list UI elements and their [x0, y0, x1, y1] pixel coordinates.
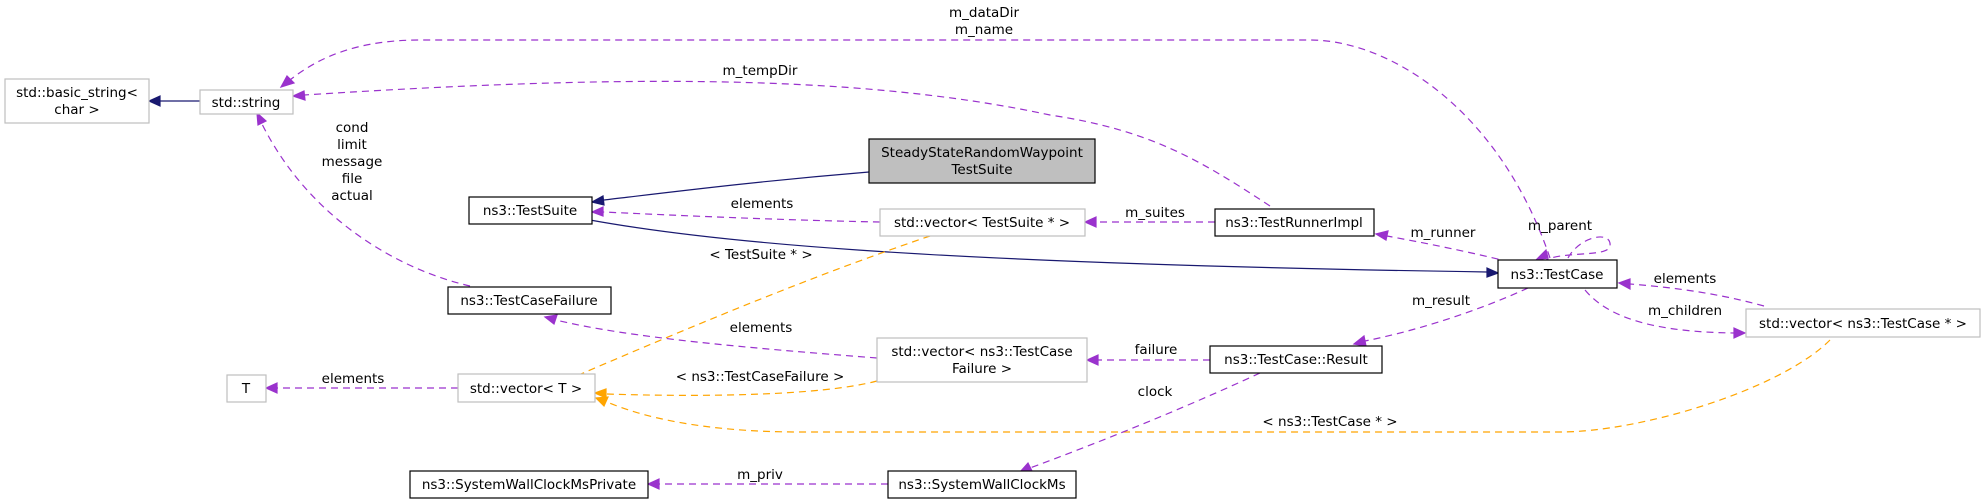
edge-runner-m-suites	[1083, 216, 1215, 228]
edge-testsuite-to-testcase	[589, 219, 1500, 278]
edge-label: clock	[1138, 384, 1173, 400]
node-vector-testcasefailure[interactable]: std::vector< ns3::TestCase Failure >	[876, 337, 1088, 383]
edge-vec-failure-elements	[543, 314, 878, 359]
edge-label: elements	[322, 371, 385, 387]
edge-label: m_parent	[1528, 218, 1592, 234]
edge-label: elements	[730, 320, 793, 336]
node-label: std::basic_string<	[16, 85, 138, 101]
node-label: ns3::TestSuite	[483, 203, 577, 219]
edge-label: < ns3::TestCaseFailure >	[676, 369, 845, 385]
edge-testcase-m-runner	[1374, 230, 1511, 263]
node-ns3-systemwallclockms[interactable]: ns3::SystemWallClockMs	[887, 470, 1077, 499]
node-vector-testcase[interactable]: std::vector< ns3::TestCase * >	[1745, 308, 1981, 338]
node-ns3-testrunnerimpl[interactable]: ns3::TestRunnerImpl	[1214, 208, 1375, 237]
node-label: ns3::SystemWallClockMsPrivate	[422, 477, 636, 493]
node-t[interactable]: T	[226, 374, 267, 403]
edge-result-failure	[1085, 354, 1210, 366]
node-label: ns3::TestCase	[1511, 267, 1604, 283]
edge-label: m_runner	[1411, 225, 1476, 241]
edge-label: m_priv	[737, 467, 783, 483]
edge-label: < TestSuite * >	[709, 247, 812, 263]
node-ns3-testcase[interactable]: ns3::TestCase	[1497, 259, 1618, 289]
edge-label: failure	[1135, 342, 1178, 358]
edge-label: m_name	[955, 22, 1013, 38]
edge-label: elements	[1654, 271, 1717, 287]
edge-vec-testcase-elements	[1617, 278, 1765, 307]
edge-label: cond	[336, 120, 369, 136]
node-vector-testsuite[interactable]: std::vector< TestSuite * >	[879, 208, 1086, 237]
edge-clock-m-priv	[646, 478, 888, 490]
edge-label: m_children	[1648, 303, 1722, 319]
node-label: ns3::TestCase::Result	[1224, 352, 1368, 368]
node-ns3-systemwallclockmsprivate[interactable]: ns3::SystemWallClockMsPrivate	[409, 470, 649, 499]
node-label: std::vector< ns3::TestCase	[891, 344, 1072, 360]
node-label: TestSuite	[950, 162, 1012, 178]
edge-testcase-m-result	[1352, 287, 1529, 347]
edge-testcase-m-datadir	[279, 39, 1551, 259]
node-focus-testsuite[interactable]: SteadyStateRandomWaypoint TestSuite	[868, 138, 1096, 184]
edge-label: m_tempDir	[723, 63, 798, 79]
node-label: std::string	[212, 95, 281, 111]
node-ns3-testsuite[interactable]: ns3::TestSuite	[468, 196, 593, 225]
edge-label: < ns3::TestCase * >	[1262, 414, 1397, 430]
edge-focus-to-testsuite	[590, 171, 870, 206]
edge-tpl-testcase	[594, 339, 1831, 433]
node-label: char >	[54, 102, 99, 118]
node-label: ns3::TestCaseFailure	[460, 293, 597, 309]
edge-label: file	[342, 171, 363, 187]
edge-label: limit	[337, 137, 367, 153]
edge-string-to-basic-string	[147, 95, 200, 107]
edge-vec-testsuite-elements	[590, 206, 881, 223]
edge-testcase-m-children	[1584, 289, 1747, 339]
edge-label: m_result	[1412, 293, 1470, 309]
edge-label: actual	[331, 188, 373, 204]
edge-tpl-failure	[593, 380, 878, 399]
node-label: SteadyStateRandomWaypoint	[881, 145, 1083, 161]
node-label: std::vector< TestSuite * >	[894, 215, 1070, 231]
edge-testcase-m-parent	[1534, 236, 1611, 263]
edge-label: m_dataDir	[949, 5, 1019, 21]
node-ns3-testcasefailure[interactable]: ns3::TestCaseFailure	[447, 286, 612, 315]
node-label: std::vector< ns3::TestCase * >	[1759, 316, 1967, 332]
edge-label: m_suites	[1125, 205, 1185, 221]
node-label: std::vector< T >	[470, 381, 582, 397]
edge-runner-m-tempdir	[291, 80, 1271, 207]
edge-label: elements	[731, 196, 794, 212]
node-label: ns3::SystemWallClockMs	[898, 477, 1065, 493]
node-label: Failure >	[952, 361, 1012, 377]
node-std-string[interactable]: std::string	[199, 89, 294, 115]
node-label: T	[241, 381, 251, 397]
node-vector-t[interactable]: std::vector< T >	[457, 373, 596, 403]
node-label: ns3::TestRunnerImpl	[1225, 215, 1363, 231]
edge-failure-fields	[256, 111, 471, 287]
edge-vec-t-elements	[264, 382, 458, 394]
node-ns3-testcase-result[interactable]: ns3::TestCase::Result	[1209, 345, 1383, 374]
node-basic-string[interactable]: std::basic_string< char >	[4, 78, 150, 124]
edge-label: message	[322, 154, 383, 170]
